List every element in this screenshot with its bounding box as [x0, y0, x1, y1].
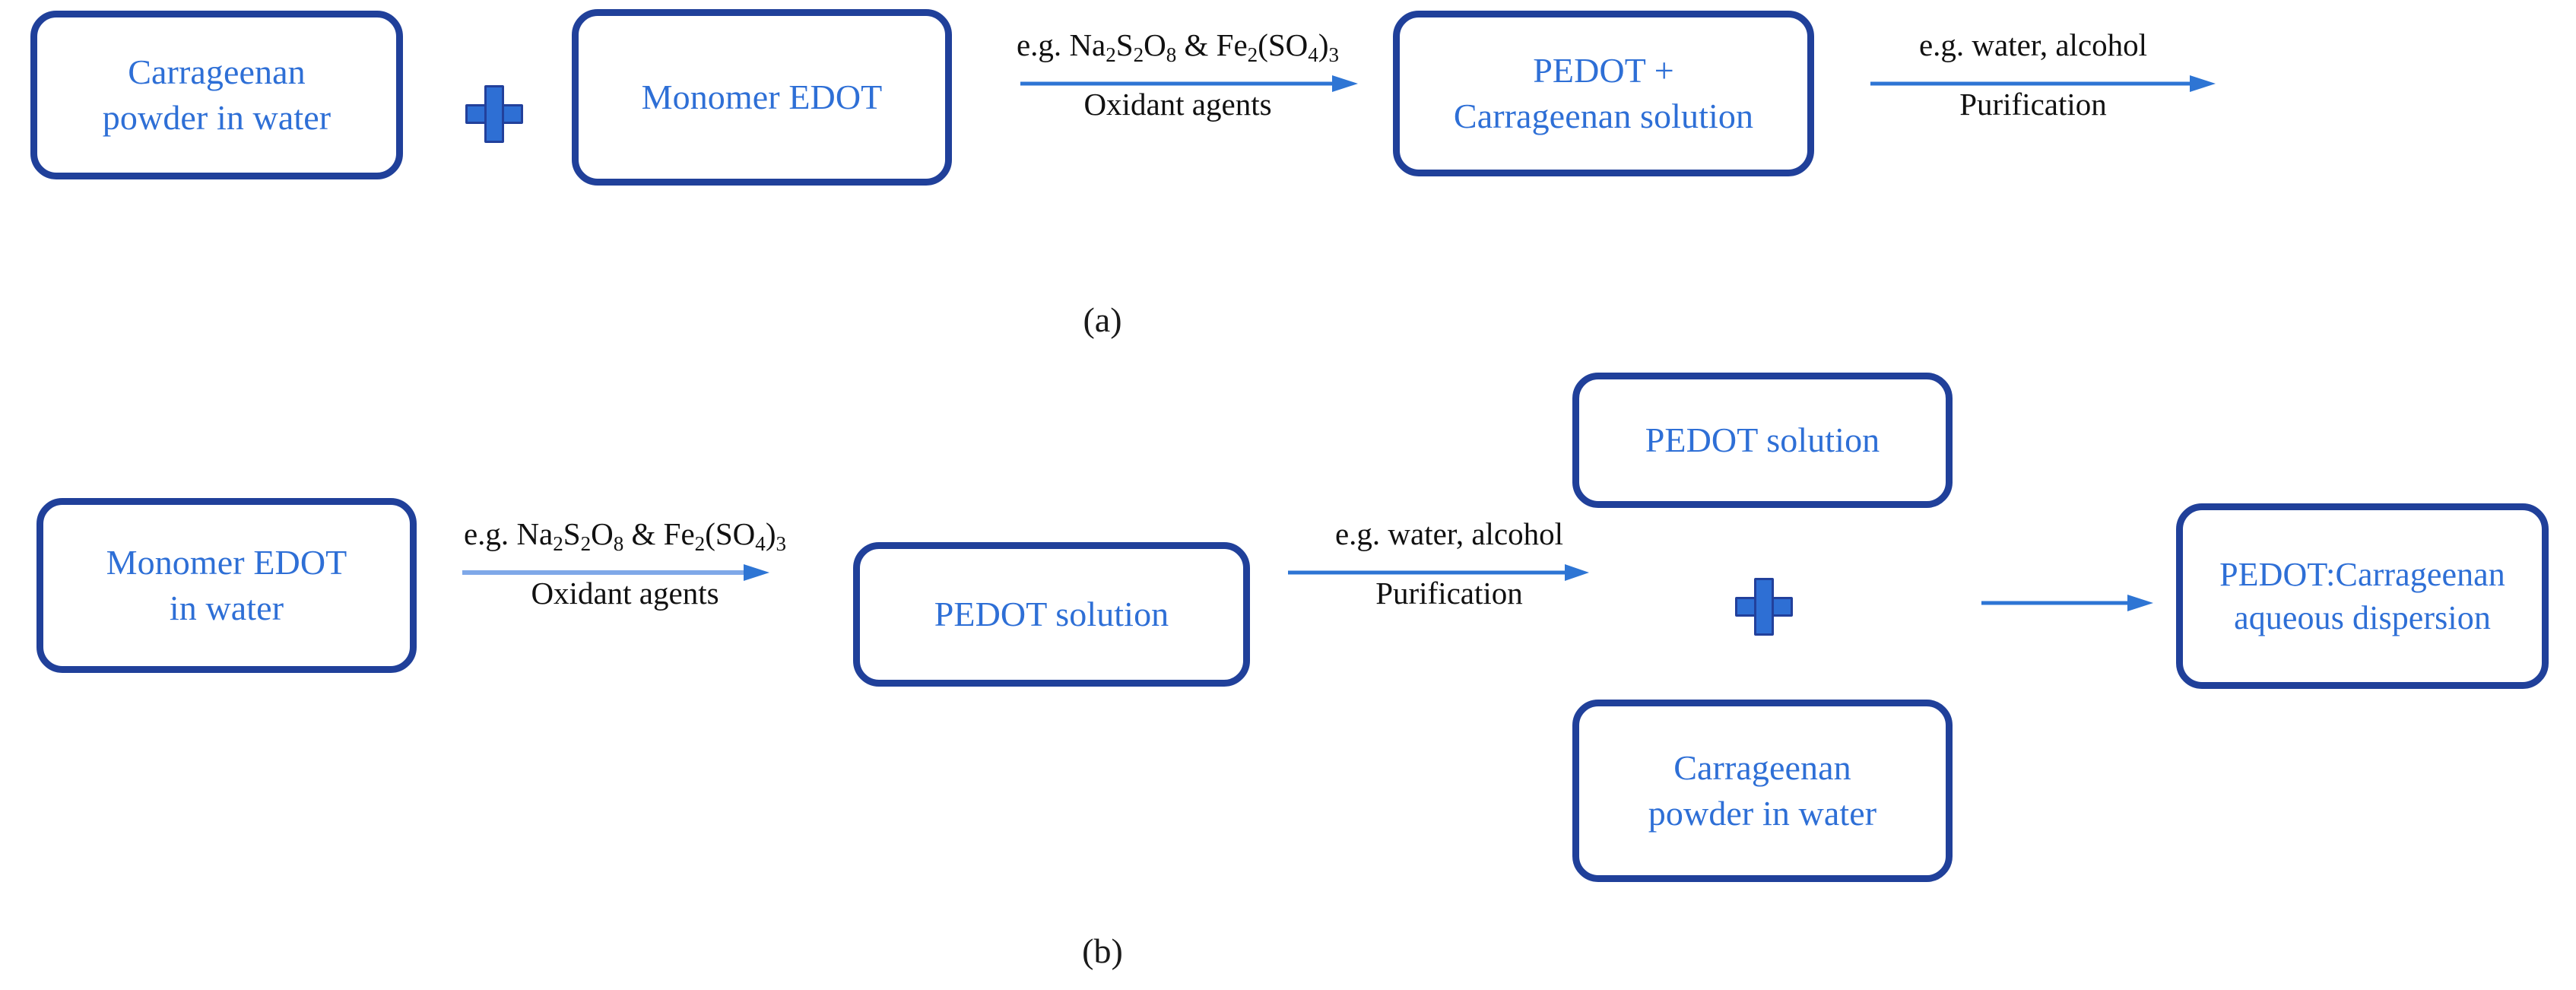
reaction-arrow-top-label: e.g. Na2S2O8 & Fe2(SO4)3: [430, 516, 820, 556]
formula-so-open: (SO: [1258, 27, 1309, 62]
formula-o: O: [1144, 27, 1166, 62]
formula-so-open: (SO: [705, 516, 756, 551]
node-label: Monomer EDOT in water: [96, 540, 358, 631]
reaction-arrow-purification-a: e.g. water, alcohol Purification: [1828, 9, 2238, 138]
node-label-line-2: powder in water: [1648, 794, 1877, 833]
node-pedot-solution-top-b: PEDOT solution: [1572, 373, 1953, 508]
plus-icon-a: [465, 85, 523, 143]
formula-s: S: [1115, 27, 1134, 62]
panel-caption-b: (b): [1082, 931, 1123, 970]
formula-na-sub: 2: [1106, 43, 1116, 67]
formula-o-sub: 8: [1166, 43, 1177, 67]
node-label: Monomer EDOT: [631, 75, 893, 120]
formula-amp: &: [623, 516, 664, 551]
formula-na-sub: 2: [553, 532, 563, 556]
formula-o-sub: 8: [613, 532, 624, 556]
node-label: PEDOT solution: [924, 592, 1180, 637]
formula-s: S: [563, 516, 581, 551]
node-label-line-2: Carrageenan solution: [1453, 97, 1754, 135]
node-label-line-1: PEDOT:Carrageenan: [2219, 555, 2505, 593]
formula-so-close: ): [765, 516, 776, 551]
formula-so-sub: 4: [1308, 43, 1318, 67]
formula-so-close-sub: 3: [776, 532, 786, 556]
formula-fe: Fe: [663, 516, 695, 551]
formula-so-sub: 4: [755, 532, 766, 556]
formula-amp: &: [1176, 27, 1217, 62]
reaction-arrow-oxidant-a: e.g. Na2S2O8 & Fe2(SO4)3 Oxidant agents: [978, 9, 1378, 138]
formula-na: Na: [1069, 27, 1106, 62]
panel-caption-a: (a): [1083, 300, 1122, 339]
formula-so-close: ): [1318, 27, 1329, 62]
formula-o: O: [591, 516, 614, 551]
node-label-line-1: PEDOT solution: [934, 595, 1169, 634]
node-pedot-carrageenan-aqueous-dispersion-b: PEDOT:Carrageenan aqueous dispersion: [2176, 503, 2549, 689]
node-label-line-2: aqueous dispersion: [2234, 599, 2491, 636]
formula-fe-sub: 2: [1247, 43, 1258, 67]
formula-na: Na: [516, 516, 554, 551]
formula-fe-sub: 2: [694, 532, 706, 556]
node-carrageenan-powder-in-water-b: Carrageenan powder in water: [1572, 700, 1953, 882]
node-monomer-edot-a: Monomer EDOT: [572, 9, 952, 186]
node-carrageenan-powder-in-water-a: Carrageenan powder in water: [30, 11, 403, 179]
formula-so-close-sub: 3: [1328, 43, 1339, 67]
node-label: Carrageenan powder in water: [1638, 745, 1887, 836]
node-label: PEDOT:Carrageenan aqueous dispersion: [2209, 553, 2516, 639]
node-label-line-2: in water: [169, 589, 284, 627]
node-label-line-1: Carrageenan: [1673, 748, 1851, 788]
formula-eg: e.g.: [1016, 27, 1070, 62]
node-label-line-1: PEDOT +: [1533, 51, 1674, 90]
node-pedot-solution-b: PEDOT solution: [853, 542, 1250, 687]
node-label-line-1: Monomer EDOT: [641, 78, 883, 117]
node-label-line-1: Monomer EDOT: [106, 543, 347, 582]
reaction-arrow-purification-b: e.g. water, alcohol Purification: [1267, 498, 1632, 627]
plus-icon-b: [1735, 578, 1793, 636]
formula-eg: e.g.: [463, 516, 517, 551]
arrow-to-final-dispersion-b: [1981, 593, 2172, 611]
reaction-arrow-oxidant-b: e.g. Na2S2O8 & Fe2(SO4)3 Oxidant agents: [430, 498, 820, 627]
node-pedot-carrageenan-solution-a: PEDOT + Carrageenan solution: [1393, 11, 1814, 176]
node-label-line-1: Carrageenan: [128, 52, 306, 92]
plus-vertical-bar: [484, 85, 504, 143]
node-label-line-2: powder in water: [102, 98, 332, 137]
node-label-line-1: PEDOT solution: [1645, 420, 1880, 460]
formula-s-sub: 2: [580, 532, 592, 556]
reaction-arrow-bottom-label: Purification: [1375, 576, 1523, 611]
formula-fe: Fe: [1216, 27, 1248, 62]
formula-s-sub: 2: [1133, 43, 1144, 67]
reaction-arrow-bottom-label: Oxidant agents: [531, 576, 719, 611]
reaction-arrow-bottom-label: Oxidant agents: [1083, 87, 1272, 122]
reaction-arrow-top-label: e.g. Na2S2O8 & Fe2(SO4)3: [978, 27, 1378, 67]
node-label: PEDOT solution: [1635, 417, 1891, 463]
plus-vertical-bar: [1754, 578, 1774, 636]
node-label: PEDOT + Carrageenan solution: [1443, 48, 1764, 139]
reaction-arrow-bottom-label: Purification: [1959, 87, 2107, 122]
reaction-arrow-top-label: e.g. water, alcohol: [1334, 516, 1564, 551]
node-label: Carrageenan powder in water: [92, 49, 341, 141]
node-monomer-edot-in-water-b: Monomer EDOT in water: [36, 498, 417, 673]
reaction-arrow-top-label: e.g. water, alcohol: [1918, 27, 2148, 62]
